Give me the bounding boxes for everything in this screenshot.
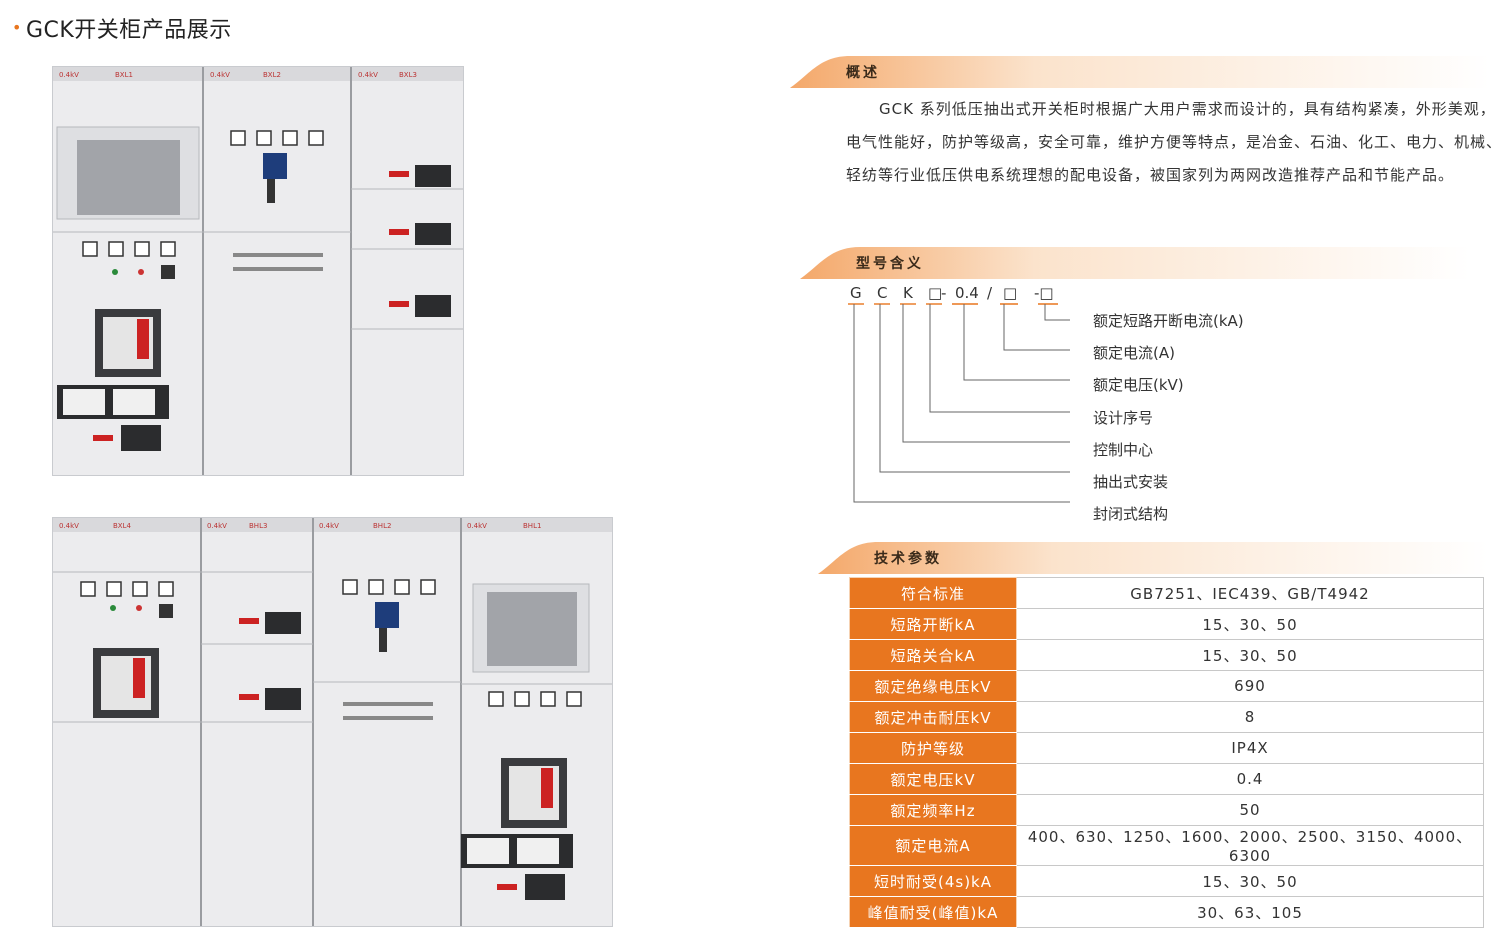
page-title-text: GCK开关柜产品展示 (25, 18, 232, 43)
overview-heading: 概述 (846, 65, 880, 81)
cab-label: 0.4kV (467, 522, 487, 530)
spec-value: 30、63、105 (1016, 896, 1484, 928)
banner-shape (800, 247, 1470, 279)
cab-label: BXL3 (399, 71, 417, 79)
spec-value: 15、30、50 (1016, 639, 1484, 671)
spec-key: 额定电压kV (849, 763, 1017, 795)
spec-value: 8 (1016, 701, 1484, 733)
model-heading: 型号含义 (856, 256, 924, 272)
model-desc: 抽出式安装 (1093, 473, 1169, 491)
cab-label: 0.4kV (59, 522, 79, 530)
code-char: G (850, 284, 862, 302)
spec-value: IP4X (1016, 732, 1484, 764)
code-char: - (941, 284, 947, 302)
overview-banner: 概述 (790, 54, 1490, 88)
cab-label: 0.4kV (59, 71, 79, 79)
cabinet-photo-bottom: 0.4kV BXL4 0.4kV BHL3 0.4kV BHL2 0.4kV B… (52, 517, 613, 927)
code-char: □ (928, 284, 943, 302)
spec-value: 15、30、50 (1016, 865, 1484, 897)
spec-key: 峰值耐受(峰值)kA (849, 896, 1017, 928)
model-desc: 额定电流(A) (1093, 344, 1175, 362)
cab-label: BHL1 (523, 522, 541, 530)
page-title: •GCK开关柜产品展示 (12, 12, 232, 44)
cab-label: BXL2 (263, 71, 281, 79)
cab-label: BHL3 (249, 522, 267, 530)
spec-key: 短时耐受(4s)kA (849, 865, 1017, 897)
code-char: C (877, 284, 888, 302)
spec-key: 防护等级 (849, 732, 1017, 764)
spec-value: 50 (1016, 794, 1484, 826)
spec-value: 400、630、1250、1600、2000、2500、3150、4000、63… (1016, 825, 1484, 866)
banner-shape (790, 56, 1490, 88)
spec-key: 额定电流A (849, 825, 1017, 866)
code-char: / (987, 284, 993, 302)
spec-key: 符合标准 (849, 577, 1017, 609)
code-char: -□ (1034, 284, 1054, 302)
model-desc: 额定短路开断电流(kA) (1093, 312, 1244, 330)
spec-value: 690 (1016, 670, 1484, 702)
title-bullet-icon: • (12, 18, 22, 37)
cab-label: 0.4kV (207, 522, 227, 530)
model-desc: 控制中心 (1093, 441, 1154, 459)
cabinet-illustration-top: 0.4kV BXL1 0.4kV BXL2 0.4kV BXL3 (53, 67, 463, 475)
spec-value: GB7251、IEC439、GB/T4942 (1016, 577, 1484, 609)
code-char: □ (1003, 284, 1018, 302)
code-char: K (903, 284, 913, 302)
banner-shape (818, 542, 1488, 574)
cab-label: 0.4kV (358, 71, 378, 79)
spec-key: 额定冲击耐压kV (849, 701, 1017, 733)
overview-text: GCK 系列低压抽出式开关柜时根据广大用户需求而设计的，具有结构紧凑，外形美观，… (846, 100, 1503, 184)
spec-key: 额定频率Hz (849, 794, 1017, 826)
model-banner: 型号含义 (800, 245, 1470, 279)
cab-label: BXL4 (113, 522, 131, 530)
model-desc: 封闭式结构 (1093, 505, 1169, 523)
code-char: 0.4 (955, 284, 979, 302)
spec-key: 短路关合kA (849, 639, 1017, 671)
spec-key: 额定绝缘电压kV (849, 670, 1017, 702)
model-desc: 额定电压(kV) (1093, 376, 1184, 394)
spec-value: 15、30、50 (1016, 608, 1484, 640)
model-desc: 设计序号 (1093, 409, 1154, 427)
spec-value: 0.4 (1016, 763, 1484, 795)
cabinet-photo-top: 0.4kV BXL1 0.4kV BXL2 0.4kV BXL3 (52, 66, 464, 476)
cab-label: BHL2 (373, 522, 391, 530)
cabinet-illustration-bottom: 0.4kV BXL4 0.4kV BHL3 0.4kV BHL2 0.4kV B… (53, 518, 612, 926)
specs-banner: 技术参数 (818, 540, 1488, 574)
overview-paragraph: GCK 系列低压抽出式开关柜时根据广大用户需求而设计的，具有结构紧凑，外形美观，… (846, 93, 1506, 192)
specs-heading: 技术参数 (874, 551, 942, 567)
cab-label: 0.4kV (210, 71, 230, 79)
cab-label: 0.4kV (319, 522, 339, 530)
spec-key: 短路开断kA (849, 608, 1017, 640)
cab-label: BXL1 (115, 71, 133, 79)
model-code-connector-lines (848, 303, 1070, 503)
